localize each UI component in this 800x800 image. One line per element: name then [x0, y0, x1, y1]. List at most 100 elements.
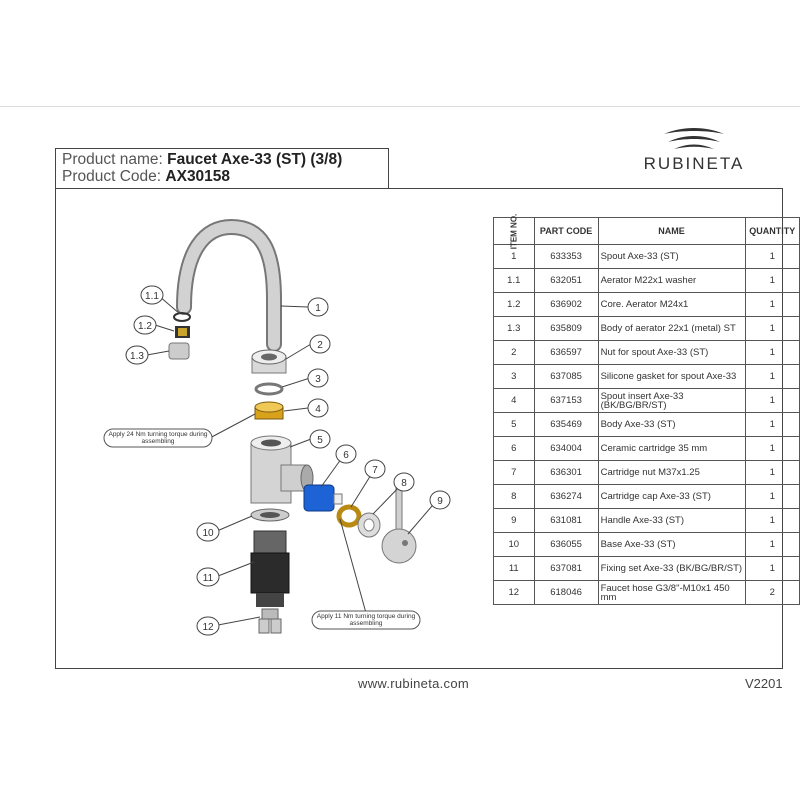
spout-insert-top	[254, 401, 284, 413]
cell-quantity: 2	[744, 580, 800, 605]
cell-name: Ceramic cartridge 35 mm	[597, 436, 746, 461]
cell-part-code: 635469	[533, 412, 599, 437]
cell-name: Spout insert Axe-33 (BK/BG/BR/ST)	[597, 388, 746, 413]
cell-part-code: 632051	[533, 268, 599, 293]
handle-screw	[402, 540, 408, 546]
svg-text:11: 11	[203, 573, 214, 584]
document-version: V2201	[745, 676, 783, 691]
callout-10: 10	[196, 522, 220, 542]
spout-nut-hole	[261, 353, 277, 361]
product-name-line: Product name: Faucet Axe-33 (ST) (3/8)	[62, 151, 382, 168]
svg-text:1.1: 1.1	[145, 291, 159, 302]
cell-quantity: 1	[744, 436, 800, 461]
website-link[interactable]: www.rubineta.com	[358, 676, 470, 691]
cell-item-no: 1.2	[493, 292, 535, 317]
cell-item-no: 9	[493, 508, 535, 533]
cell-part-code: 637085	[533, 364, 599, 389]
brand-name: RUBINETA	[643, 154, 745, 173]
cell-part-code: 635809	[533, 316, 599, 341]
cell-item-no: 2	[493, 340, 535, 365]
torque-note-11: Apply 11 Nm turning torque during assemb…	[311, 610, 421, 630]
svg-text:8: 8	[401, 478, 407, 489]
product-name-label: Product name:	[62, 151, 163, 168]
cell-item-no: 3	[493, 364, 535, 389]
product-code-value: AX30158	[165, 168, 231, 185]
callout-2: 2	[309, 334, 331, 354]
exploded-diagram: 1.1 1.2 1.3 1 2 3 4 5 6 7 8 9 10 11 12 A…	[103, 218, 451, 636]
cell-name: Silicone gasket for spout Axe-33	[597, 364, 746, 389]
cell-name: Body Axe-33 (ST)	[597, 412, 746, 437]
torque-note-24: Apply 24 Nm turning torque during assemb…	[103, 428, 213, 448]
gasket-part	[254, 382, 284, 396]
cell-name: Base Axe-33 (ST)	[597, 532, 746, 557]
cell-item-no: 1.1	[493, 268, 535, 293]
header-name: NAME	[597, 217, 746, 245]
cell-quantity: 1	[744, 484, 800, 509]
cell-name: Fixing set Axe-33 (BK/BG/BR/ST)	[597, 556, 746, 581]
cartridge-cap-hole	[363, 518, 375, 532]
cell-quantity: 1	[744, 532, 800, 557]
cell-part-code: 637153	[533, 388, 599, 413]
callout-1-1: 1.1	[140, 285, 164, 305]
cell-part-code: 636597	[533, 340, 599, 365]
cell-item-no: 1.3	[493, 316, 535, 341]
cell-quantity: 1	[744, 556, 800, 581]
cell-quantity: 1	[744, 364, 800, 389]
rubineta-logo-icon	[664, 128, 724, 149]
cell-quantity: 1	[744, 388, 800, 413]
fixing-set-lower	[256, 593, 284, 607]
torque-note-24-text: Apply 24 Nm turning torque during assemb…	[108, 431, 208, 445]
callout-8: 8	[393, 472, 415, 492]
svg-text:4: 4	[315, 404, 321, 415]
callout-9: 9	[429, 490, 451, 510]
cell-name: Body of aerator 22x1 (metal) ST	[597, 316, 746, 341]
cell-part-code: 636902	[533, 292, 599, 317]
cartridge-nut-part	[336, 504, 362, 528]
product-title-box: Product name: Faucet Axe-33 (ST) (3/8) P…	[55, 148, 389, 188]
svg-text:1: 1	[315, 303, 321, 314]
svg-text:1.2: 1.2	[138, 321, 152, 332]
svg-text:1.3: 1.3	[130, 351, 144, 362]
fixing-set-upper	[253, 530, 287, 554]
aerator-washer-part	[173, 312, 191, 322]
svg-text:2: 2	[317, 340, 323, 351]
svg-text:7: 7	[372, 465, 378, 476]
cell-quantity: 1	[744, 412, 800, 437]
callout-11: 11	[196, 567, 220, 587]
cell-name: Spout Axe-33 (ST)	[597, 244, 746, 269]
cell-item-no: 11	[493, 556, 535, 581]
parts-table-header: ITEM NO. PART CODE NAME QUANTITY	[493, 214, 800, 249]
leader-lines	[146, 295, 439, 626]
product-name-value: Faucet Axe-33 (ST) (3/8)	[167, 151, 343, 168]
cell-part-code: 633353	[533, 244, 599, 269]
cell-name: Cartridge nut M37x1.25	[597, 460, 746, 485]
header-part-code: PART CODE	[533, 217, 599, 245]
cell-item-no: 12	[493, 580, 535, 605]
callout-7: 7	[364, 459, 386, 479]
torque-note-11-text: Apply 11 Nm turning torque during assemb…	[316, 613, 416, 627]
svg-text:5: 5	[317, 435, 323, 446]
cell-part-code: 631081	[533, 508, 599, 533]
cell-item-no: 4	[493, 388, 535, 413]
cell-part-code: 636055	[533, 532, 599, 557]
callout-5: 5	[309, 429, 331, 449]
cartridge-part	[303, 484, 335, 512]
svg-text:9: 9	[437, 496, 443, 507]
svg-text:10: 10	[202, 528, 214, 539]
callout-4: 4	[307, 398, 329, 418]
callout-layer: 1.1 1.2 1.3 1 2 3 4 5 6 7 8 9 10 11 12	[125, 285, 451, 636]
cell-name: Aerator M22x1 washer	[597, 268, 746, 293]
cell-name: Handle Axe-33 (ST)	[597, 508, 746, 533]
hose-fitting-part	[261, 608, 279, 620]
